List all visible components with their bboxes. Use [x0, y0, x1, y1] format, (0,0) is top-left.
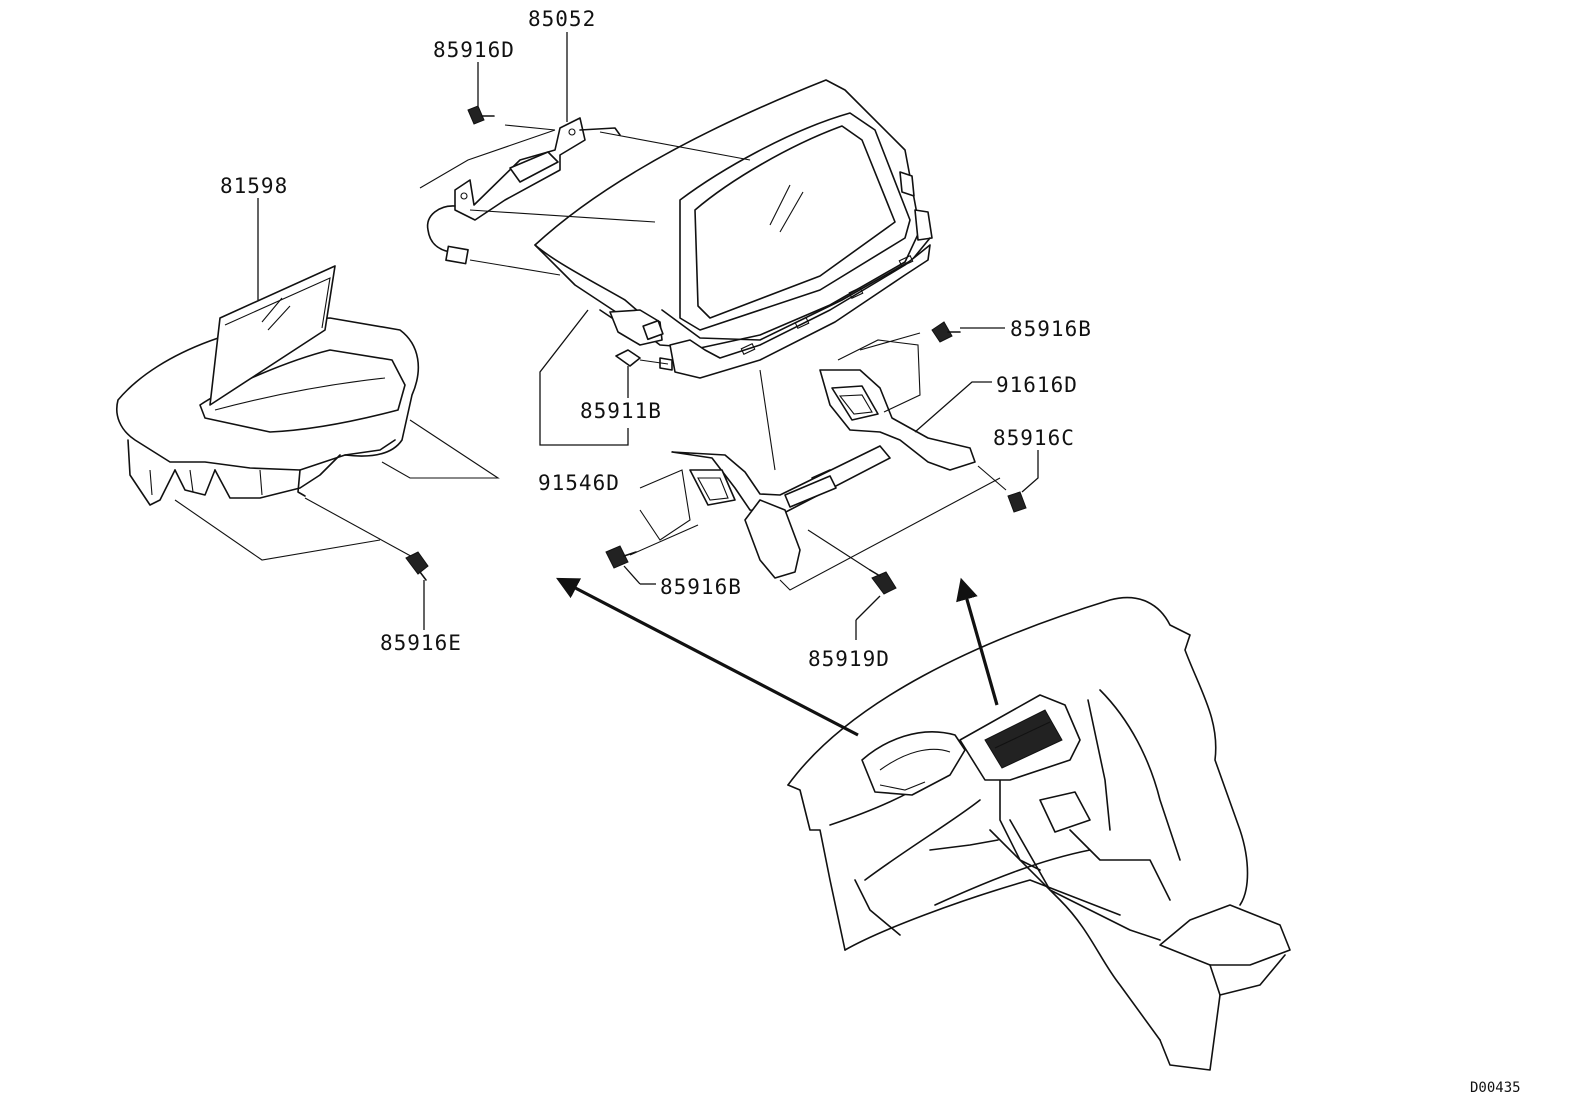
bracket-91616D — [819, 369, 976, 471]
label-85916D: 85916D — [433, 38, 515, 62]
screw-85916D — [467, 105, 495, 125]
label-91616D: 91616D — [996, 373, 1078, 397]
label-81598: 81598 — [220, 174, 288, 198]
label-85916B-bottom: 85916B — [660, 575, 742, 599]
screw-85919D — [869, 569, 897, 595]
clip-85911B — [615, 349, 641, 367]
bracket-85052 — [426, 117, 621, 265]
screw-85916E — [405, 551, 429, 581]
label-91546D: 91546D — [538, 471, 620, 495]
locator-arrow-left — [556, 577, 859, 737]
screw-85916B-top — [931, 321, 961, 343]
label-85916E: 85916E — [380, 631, 462, 655]
label-85916C: 85916C — [993, 426, 1075, 450]
display-unit — [534, 79, 933, 379]
locator-arrow-right — [956, 577, 999, 706]
label-85911B: 85911B — [580, 399, 662, 423]
label-85916B-top: 85916B — [1010, 317, 1092, 341]
label-85919D: 85919D — [808, 647, 890, 671]
screw-85916B-bottom — [605, 545, 637, 569]
drawing-code: D00435 — [1470, 1080, 1521, 1096]
label-85052: 85052 — [528, 7, 596, 31]
dashboard-locator — [787, 596, 1291, 1071]
bracket-lower-mount — [671, 445, 891, 579]
screw-85916C — [1007, 491, 1027, 513]
part-81598-hood — [116, 265, 420, 506]
